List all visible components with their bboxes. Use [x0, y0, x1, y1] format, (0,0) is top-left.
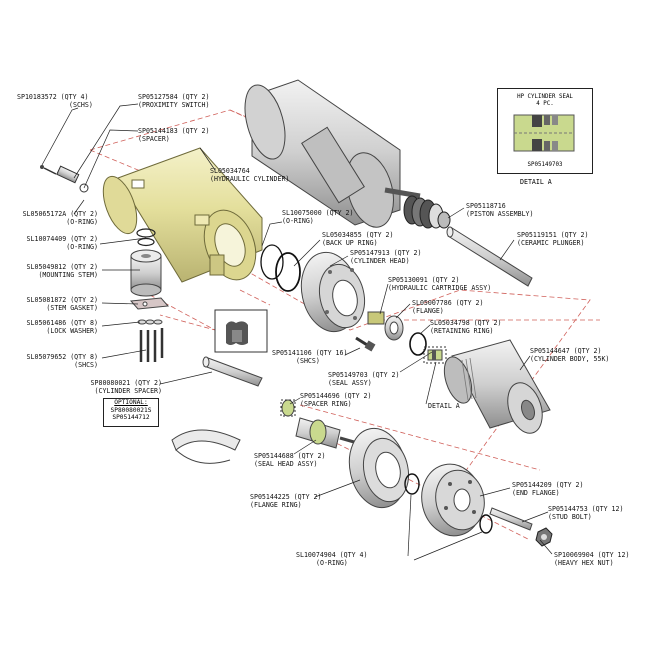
label-spacer: SP05144183 (QTY 2)(SPACER)	[138, 127, 210, 143]
label-shcs-left: SL05079652 (QTY 8)(SHCS)	[26, 353, 98, 369]
label-cylinder-spacer: SP80080021 (QTY 2)(CYLINDER SPACER)	[90, 379, 162, 395]
stud-bolt-and-nut	[489, 507, 553, 547]
label-flange: SL05007786 (QTY 2)(FLANGE)	[412, 299, 484, 315]
label-stud-bolt: SP05144753 (QTY 12)(STUD BOLT)	[548, 505, 624, 521]
cylinder-body-part	[443, 339, 551, 434]
label-schs-top: SP10183572 (QTY 4)(SCHS)	[17, 93, 93, 109]
mounting-stem-stack	[129, 228, 170, 362]
assembled-cylinder-view	[244, 79, 421, 228]
label-stem-gasket: SL05081872 (QTY 2)(STEM GASKET)	[26, 296, 98, 312]
seal-assy-part	[423, 346, 447, 364]
ceramic-plunger-part	[446, 226, 533, 287]
seal-head-assy-part	[280, 399, 355, 449]
label-oring-left-b: SL10074409 (QTY 2)(O-RING)	[26, 235, 98, 251]
cylinder-spacer-part	[202, 356, 263, 387]
label-seal-head-assy: SP05144688 (QTY 2)(SEAL HEAD ASSY)	[254, 452, 326, 468]
shcs-bolt-part	[355, 336, 376, 352]
label-oring-left-a: SL05065172A (QTY 2)(O-RING)	[22, 210, 98, 226]
label-back-up-ring: SL05034855 (QTY 2)(BACK UP RING)	[322, 231, 394, 247]
leader-lines	[41, 103, 553, 561]
hydraulic-cylinder-part	[102, 147, 263, 283]
label-lock-washer: SL05061486 (QTY 8)(LOCK WASHER)	[26, 319, 98, 335]
label-retaining-ring: SL05034798 (QTY 2)(RETAINING RING)	[430, 319, 502, 335]
label-oring-bottom: SL10074904 (QTY 4)(O-RING)	[296, 551, 368, 567]
end-flange-part	[421, 463, 493, 537]
detail-a-caption: DETAIL A	[520, 178, 552, 186]
label-piston-assembly: SP05118716(PISTON ASSEMBLY)	[466, 202, 534, 218]
label-end-flange: SP05144209 (QTY 2)(END FLANGE)	[512, 481, 584, 497]
cylinder-head-part	[300, 251, 366, 333]
seal-profile-inset	[214, 309, 268, 353]
proximity-switch-part	[40, 165, 89, 193]
optional-parts-box: OPTIONAL: SP80080021S SP05144712	[103, 398, 159, 427]
label-hydraulic-cylinder: SL05034764(HYDRAULIC CYLINDER)	[210, 167, 290, 183]
label-seal-assy: SP05149703 (QTY 2)(SEAL ASSY)	[328, 371, 400, 387]
label-cylinder-body: SP05144647 (QTY 2)(CYLINDER BODY, 55K)	[530, 347, 610, 363]
label-detail-a-pointer: DETAIL A	[428, 402, 460, 410]
cartridge-flange-retaining-ring	[367, 311, 427, 356]
label-oring-mid: SL10075000 (QTY 2)(O-RING)	[282, 209, 354, 225]
optional-title: OPTIONAL:	[114, 399, 148, 406]
optional-part-b: SP05144712	[112, 414, 150, 422]
label-cylinder-head: SP05147913 (QTY 2)(CYLINDER HEAD)	[350, 249, 422, 265]
label-hydraulic-cartridge: SP05130091 (QTY 2)(HYDRAULIC CARTRIDGE A…	[388, 276, 492, 292]
label-flange-ring: SP05144225 (QTY 2)(FLANGE RING)	[250, 493, 322, 509]
optional-part-a: SP80080021S	[110, 406, 152, 414]
hp-cylinder-seal-drawing	[513, 114, 575, 152]
label-mounting-stem: SL05049812 (QTY 2)(MOUNTING STEM)	[26, 263, 98, 279]
label-ceramic-plunger: SP05119151 (QTY 2)(CERAMIC PLUNGER)	[517, 231, 589, 247]
piston-assembly-part	[403, 195, 451, 229]
label-shcs-mid: SP05141106 (QTY 16)(SHCS)	[272, 349, 348, 365]
label-proximity-switch: SP05127584 (QTY 2)(PROXIMITY SWITCH)	[138, 93, 210, 109]
detail-a-part-number: SP05149703	[527, 162, 563, 168]
label-heavy-hex-nut: SP10069904 (QTY 12)(HEAVY HEX NUT)	[554, 551, 630, 567]
label-spacer-ring: SP05144696 (QTY 2)(SPACER RING)	[300, 392, 372, 408]
cylinder-spacer-optional-segment	[171, 429, 241, 464]
flange-ring-part	[348, 427, 420, 509]
middle-o-rings	[260, 244, 301, 292]
